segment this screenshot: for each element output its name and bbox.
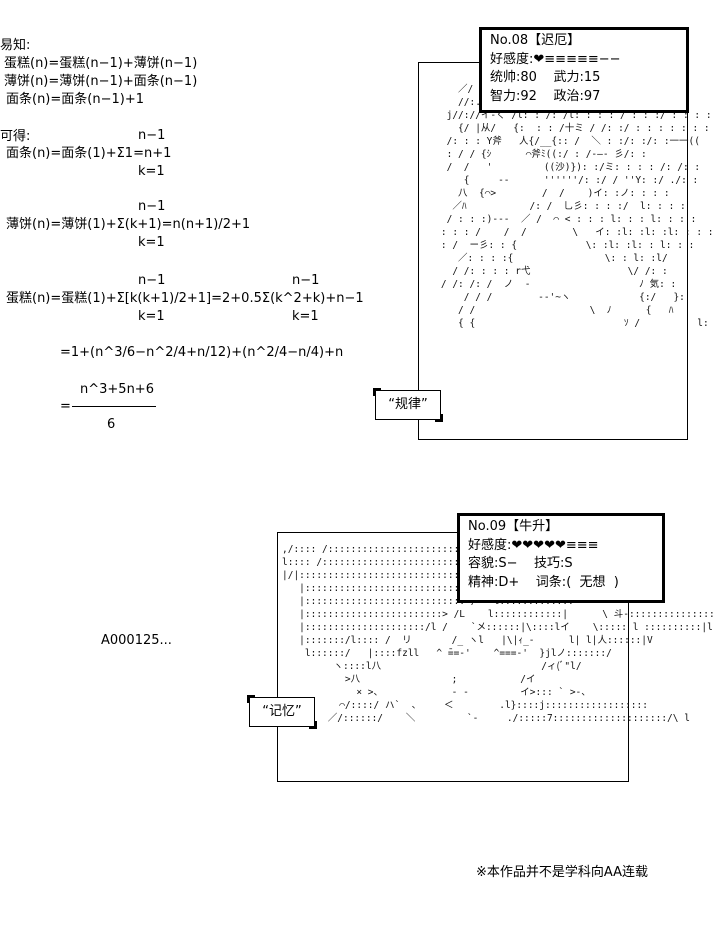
art1-line: / /: : : : r弋 \/ /: : [418,266,668,277]
cake-recurrence: 蛋糕(n)=蛋糕(n−1)+薄饼(n−1) [4,56,198,71]
card1-stats-row-2: 智力:92 政治:97 [490,88,601,104]
art1-line: /: : : Y斧 人{/__{:: / ＼ : :/: :/: :一一(( [418,136,700,147]
art2-line: |::::::::::::::::::::::::> /L l:::::::::… [282,609,717,620]
footer-disclaimer: ※本作品并不是学科向AA连载 [476,865,649,880]
art2-line: l:::: /:::::::::::::::::::::::::::::::::… [282,557,586,568]
given-title: 易知: [0,38,31,53]
art2-line: × >、 ‐ ‐ イ>::: ` >‐、 [282,687,591,698]
pancake-sum-lower: k=1 [138,235,165,250]
cake-formula: 蛋糕(n)=蛋糕(1)+Σ[k(k+1)/2+1]=2+0.5Σ(k^2+k)+… [6,291,364,306]
art1-line: { ‐‐ ''''''/: :/ / ''Y: :/ ./: : [418,175,699,186]
hence-title: 可得: [0,129,31,144]
art1-line: ／ﾊ /: / 乚彡: : : :/ l: : : : [418,201,686,212]
art1-line: 八 {⌒> / / )イ: :ノ: : : : [418,188,670,199]
card1-favor-row: 好感度:❤≡≡≡≡≡−− [490,51,678,70]
panel2-frame [277,532,629,782]
card2-favor-value: ❤❤❤❤❤≡≡≡ [511,537,599,553]
art1-line: / : : :)‐‐‐ ／ / ⌒ < : : : l: : : l: : : … [418,214,697,225]
panel1-frame [418,62,688,440]
art1-line: : : : / / / \ イ: :l: :l: :l: : : : [418,227,714,238]
art1-line: { { ｿ / l: [418,318,709,329]
pancake-recurrence: 薄饼(n)=薄饼(n−1)+面条(n−1) [4,74,198,89]
card2-favor-row: 好感度:❤❤❤❤❤≡≡≡ [468,537,654,556]
noodle-recurrence: 面条(n)=面条(n−1)+1 [6,92,144,107]
art2-line: ,/:::: /::::::::::::::::::::::::::::::::… [282,544,586,555]
memory-label: “记忆” [247,695,317,729]
card2-stats-row-2: 精神:D+ 词条:( 无想 ) [468,574,619,590]
art2-line: >八 ; /イ [282,674,536,685]
result-numerator: n^3+5n+6 [80,382,154,397]
art2-line: |:::::::/l:::: / リ /_ ヽl |\|ｨ_- l| l|人::… [282,635,653,646]
art1-line: / / ' ((沙)}): :/ミ: : : : /: /: : [418,162,701,173]
pancake-sum-upper: n−1 [138,199,166,214]
card1-stats-row-1: 统帅:80 武力:15 [490,70,601,85]
pancake-formula: 薄饼(n)=薄饼(1)+Σ(k+1)=n(n+1)/2+1 [6,217,251,232]
card1-title: No.08【迟厄】 [490,33,581,48]
art1-line: : / ー彡: : { \: :l: :l: : l: : : [418,240,695,251]
fraction-bar [72,406,156,407]
card1-status-card: No.08【迟厄】 好感度:❤≡≡≡≡≡−− 统帅:80 武力:15 智力:92… [479,27,689,113]
art1-line: j//://イ‐く /l: : /: /l: : : : / : : :/ : … [418,110,717,121]
panel2-top-edge [277,532,459,533]
art2-line: |:::::::::::::::::::::/l / `メ::::::|\:::… [282,622,713,633]
art1-line: / / \ ﾉ { ﾊ [418,305,674,316]
noodle-sum-lower: k=1 [138,164,165,179]
cake-expanded: =1+(n^3/6−n^2/4+n/12)+(n^2/4−n/4)+n [60,345,344,360]
art2-line: ⌒/::::/ ハ` 、 ＜ .l}::::j:::::::::::::::::… [282,700,648,711]
panel2-ascii-art: ,/:::: /::::::::::::::::::::::::::::::::… [282,543,717,725]
card2-favor-label: 好感度: [468,537,512,553]
art1-line: / /: /: / ノ ‐ ﾉ 気: : [418,279,677,290]
art1-line: ／: : : :{ \: : l: :l/ [418,253,668,264]
card2-title: No.09【牛升】 [468,519,559,534]
cake-sum-upper-2: n−1 [292,273,320,288]
rule-label: “规律” [373,388,443,422]
cake-sum-lower-2: k=1 [292,309,319,324]
art2-line: ／/::::::/ ＼ `‐ ./:::::7:::::::::::::::::… [282,713,690,724]
card2-stats-row-1: 容貌:S− 技巧:S [468,556,573,571]
sequence-caption: A000125... [101,633,172,648]
card1-favor-value: ❤≡≡≡≡≡−− [533,51,621,67]
card1-favor-label: 好感度: [490,51,534,67]
art1-line: : / / {ｼ ⌒斧ﾐ((:/ : /‐―‐ 彡/: : [418,149,647,160]
cake-sum-upper-1: n−1 [138,273,166,288]
noodle-formula: 面条(n)=面条(1)+Σ1=n+1 [6,146,172,161]
card2-status-card: No.09【牛升】 好感度:❤❤❤❤❤≡≡≡ 容貌:S− 技巧:S 精神:D+ … [457,513,665,603]
art1-line: / / / ‐‐'~ヽ {:/ }: [418,292,685,303]
cake-sum-lower-1: k=1 [138,309,165,324]
panel1-ascii-art: ,/' ／/ , //:.: | j//://イ‐く /l: : /: /l: … [418,70,717,330]
noodle-sum-upper: n−1 [138,128,166,143]
art2-line: ヽ::::l八 /ィ(ﾞ"l/ [282,661,582,672]
result-denominator: 6 [107,417,116,432]
result-equals: = [60,399,71,414]
art1-line: {/ |从/ {: : : /十ミ / /: :/ : : : : : : : [418,123,710,134]
panel1-top-edge [418,62,480,63]
art2-line: l::::::/ |::::fzll ^ ̄==‐' ^===‐' }jlノ::… [282,648,612,659]
